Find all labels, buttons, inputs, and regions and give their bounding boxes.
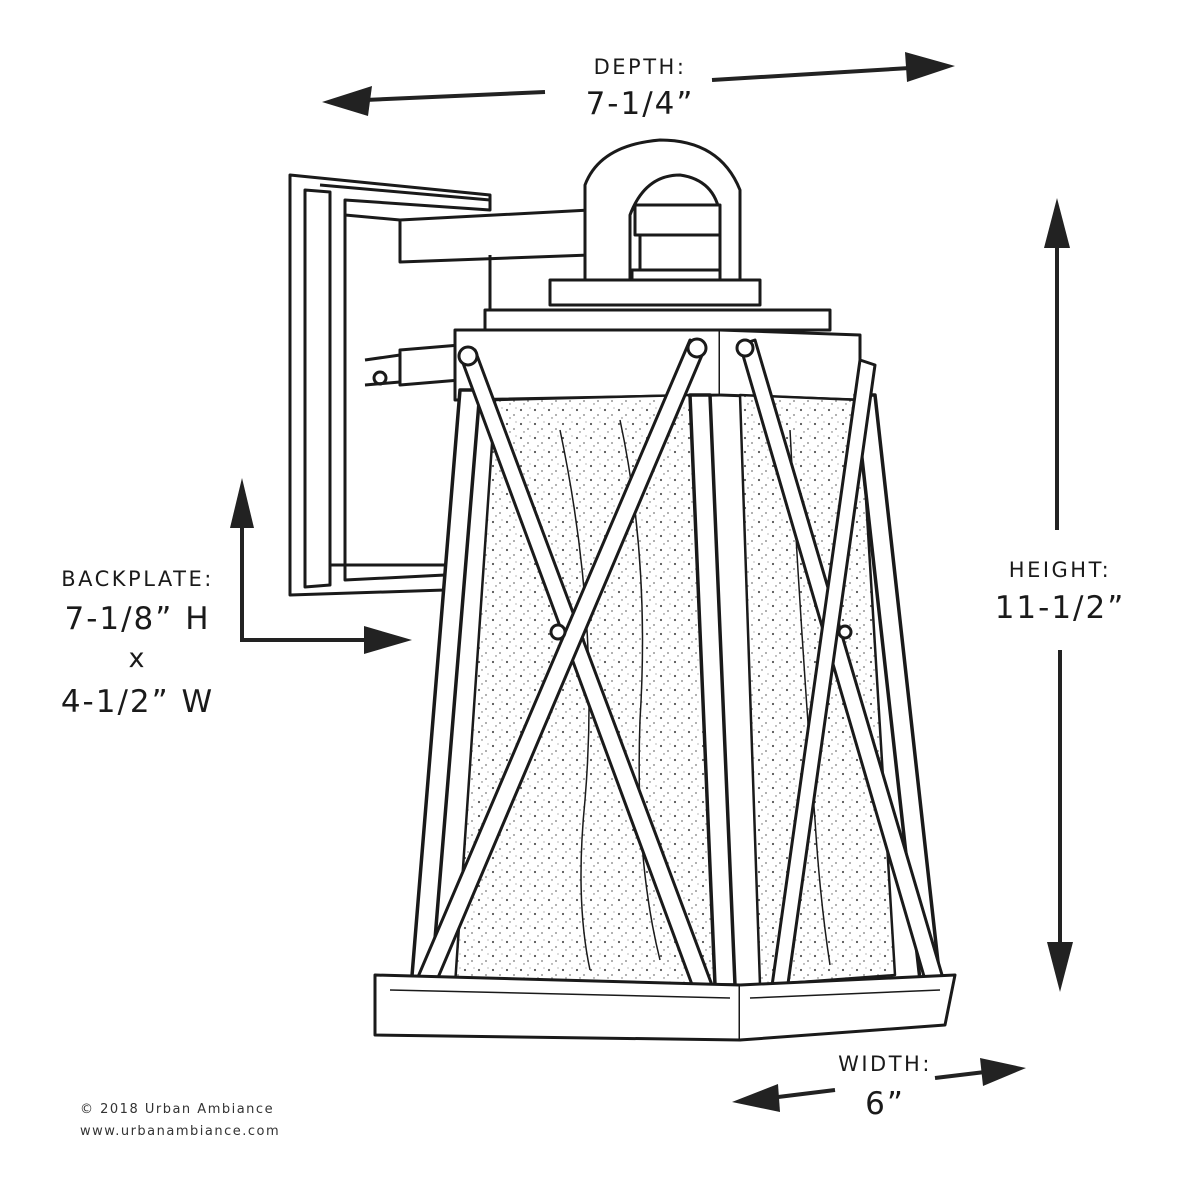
depth-arrow-left-icon bbox=[322, 86, 546, 116]
lantern-base-icon bbox=[373, 973, 957, 1042]
copyright-text: © 2018 Urban Ambiance bbox=[80, 1102, 275, 1117]
height-value: 11-1/2” bbox=[994, 590, 1126, 626]
width-arrow-left-icon bbox=[732, 1084, 836, 1112]
lantern-cap-icon bbox=[453, 138, 862, 402]
backplate-width-value: 4-1/2” W bbox=[60, 684, 215, 720]
backplate-label: BACKPLATE: bbox=[61, 567, 214, 591]
height-arrow-up-icon bbox=[1044, 198, 1070, 530]
cross-braces-icon bbox=[400, 337, 947, 1032]
height-label: HEIGHT: bbox=[1008, 558, 1112, 582]
width-arrow-right-icon bbox=[934, 1058, 1026, 1086]
depth-label: DEPTH: bbox=[593, 55, 687, 79]
width-label: WIDTH: bbox=[838, 1052, 932, 1076]
backplate-separator: x bbox=[128, 643, 147, 674]
website-text: www.urbanambiance.com bbox=[80, 1124, 281, 1139]
height-arrow-down-icon bbox=[1047, 650, 1073, 992]
backplate-height-value: 7-1/8” H bbox=[64, 601, 211, 637]
depth-value: 7-1/4” bbox=[585, 86, 695, 122]
backplate-icon bbox=[288, 173, 492, 597]
backplate-arrow-icon bbox=[230, 478, 412, 654]
width-value: 6” bbox=[865, 1086, 905, 1122]
depth-arrow-right-icon bbox=[711, 52, 955, 82]
